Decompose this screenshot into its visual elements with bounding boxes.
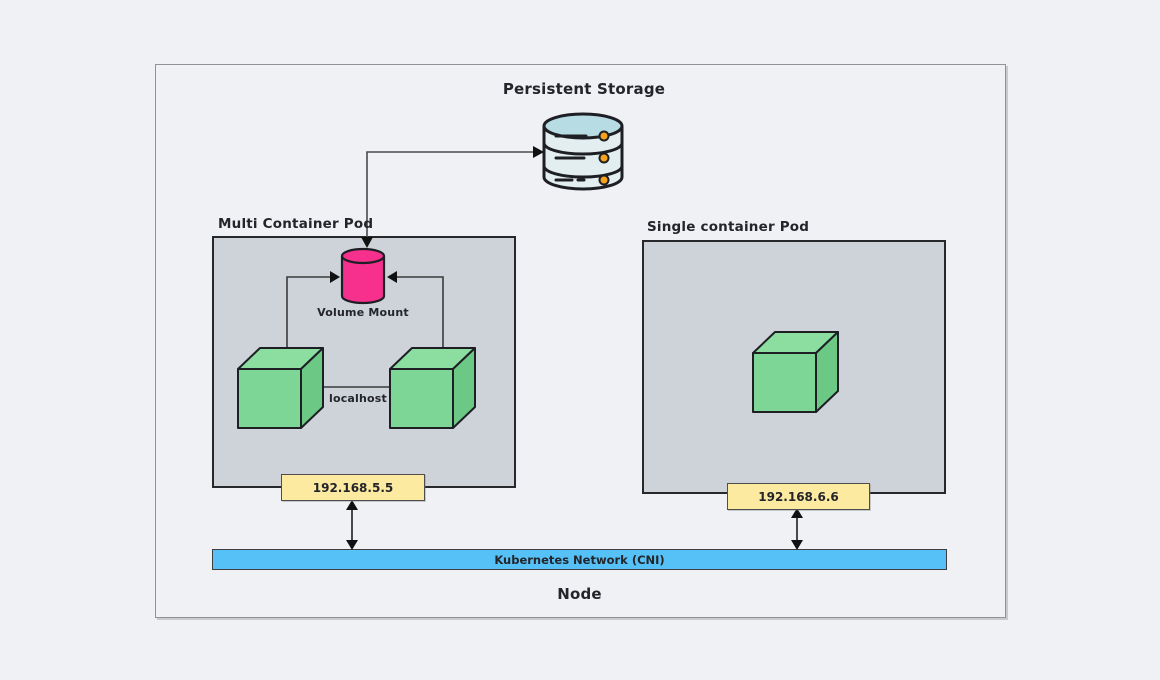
single-container-pod-box [642,240,946,494]
multi-container-pod-title: Multi Container Pod [218,216,374,232]
single-pod-ip-text: 192.168.6.6 [758,489,839,504]
kubernetes-network-label: Kubernetes Network (CNI) [494,552,665,567]
single-container-pod-title: Single container Pod [647,219,810,235]
single-pod-ip-badge: 192.168.6.6 [727,483,870,510]
persistent-storage-label: Persistent Storage [502,80,666,98]
volume-mount-label: Volume Mount [317,306,409,319]
localhost-label: localhost [328,392,388,405]
node-boundary-box [155,64,1006,618]
multi-pod-ip-text: 192.168.5.5 [312,480,394,495]
multi-container-pod-box [212,236,516,488]
kubernetes-network-bar: Kubernetes Network (CNI) [212,549,947,570]
node-label: Node [557,585,602,603]
multi-pod-ip-badge: 192.168.5.5 [281,474,425,501]
